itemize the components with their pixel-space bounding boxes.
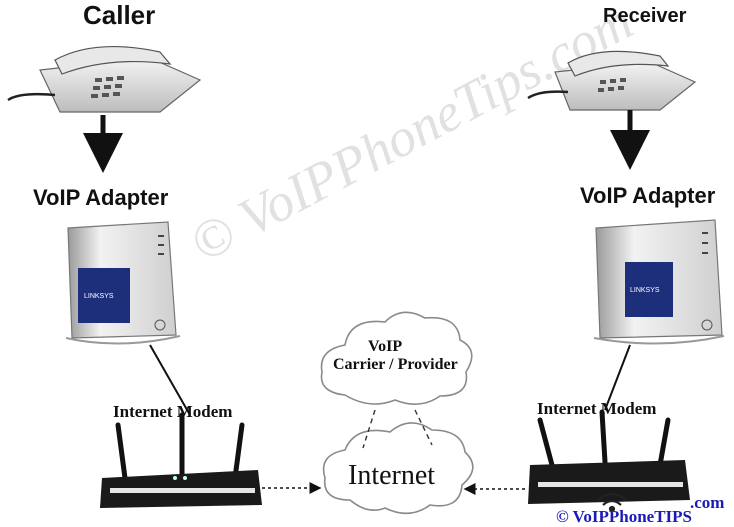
receiver-voip-adapter-icon: LINKSYS	[593, 219, 725, 345]
voip-provider-cloud-icon	[320, 311, 473, 405]
caller-adapter-label: VoIP Adapter	[33, 185, 169, 210]
wifi-icon	[597, 492, 627, 513]
receiver-internet-modem-icon	[528, 409, 690, 504]
caller-title: Caller	[83, 0, 156, 30]
caller-modem-label: Internet Modem	[113, 402, 233, 421]
caller-adapter-modem-line	[149, 344, 191, 416]
receiver-phone-icon	[527, 50, 697, 111]
internet-cloud-icon	[322, 422, 474, 515]
receiver-modem-label: Internet Modem	[537, 399, 657, 418]
caller-internet-modem-icon	[100, 412, 262, 508]
provider-cloud-line1: VoIP	[368, 338, 403, 355]
receiver-adapter-label: VoIP Adapter	[580, 183, 716, 208]
brand-name: © VoIPPhoneTIPS	[556, 507, 692, 526]
caller-adapter-brand: LINKSYS	[84, 293, 114, 300]
caller-voip-adapter-icon: LINKSYS	[65, 221, 181, 345]
cloud-link-right	[414, 409, 433, 446]
brand-dotcom: .com	[690, 493, 725, 512]
provider-cloud-line2: Carrier / Provider	[333, 356, 458, 373]
caller-phone-icon	[7, 45, 202, 113]
cloud-link-left	[362, 409, 376, 449]
receiver-adapter-modem-line	[604, 344, 631, 411]
receiver-adapter-brand: LINKSYS	[630, 287, 660, 294]
internet-cloud-label: Internet	[348, 460, 436, 491]
receiver-title: Receiver	[603, 5, 687, 27]
